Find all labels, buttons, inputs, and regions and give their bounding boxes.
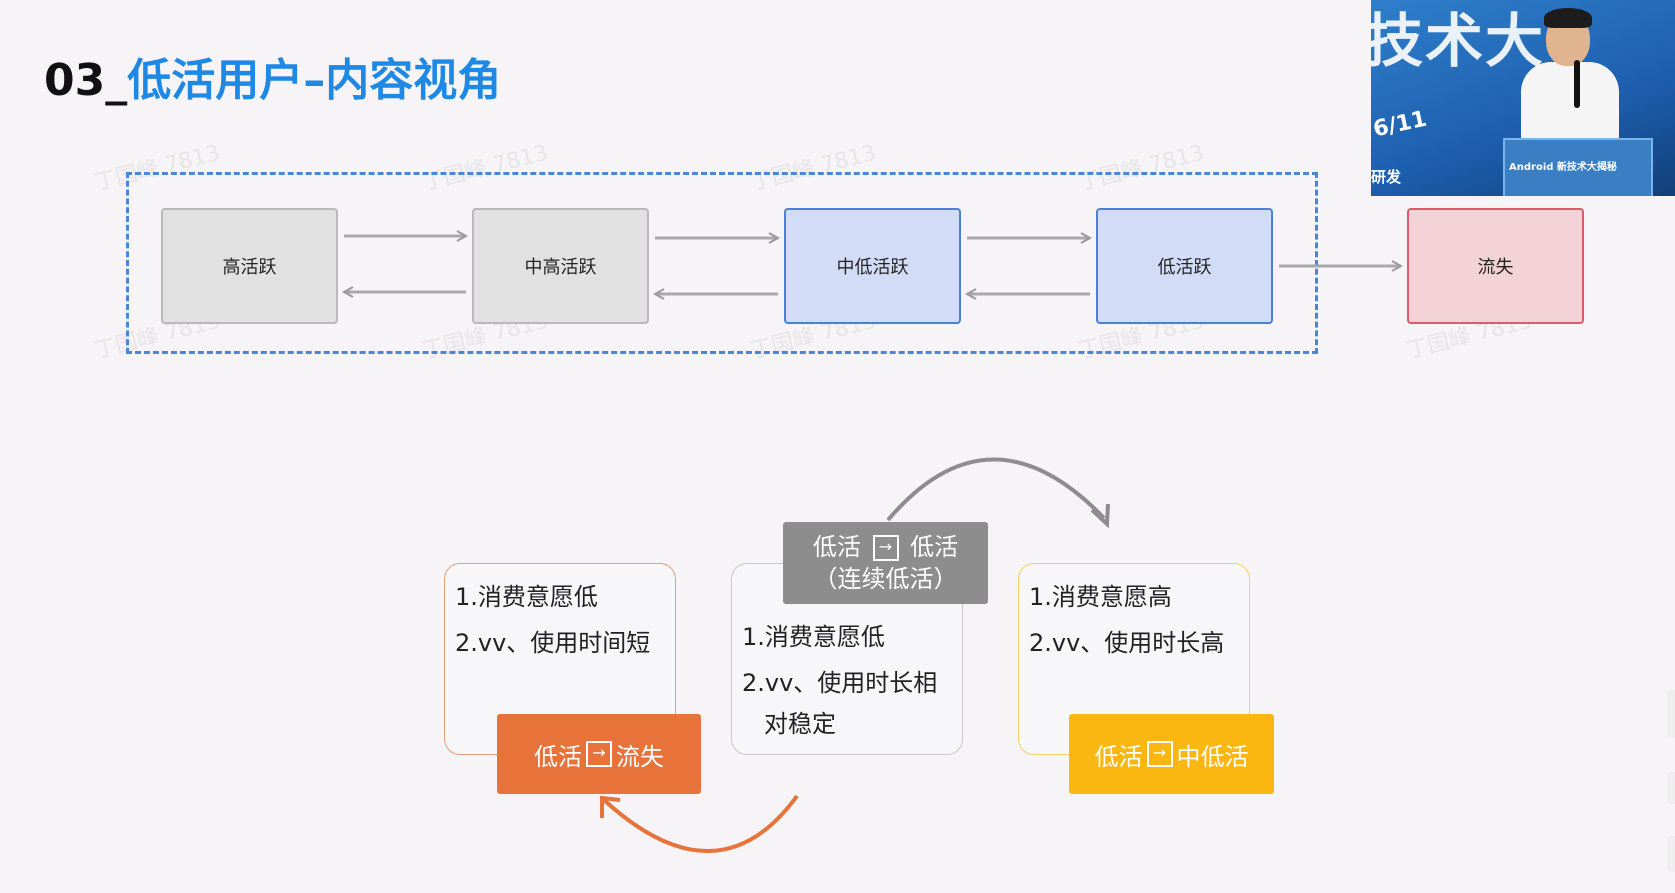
- tag-to: 中低活: [1176, 742, 1249, 771]
- note-line: 2.vv、使用时间短: [455, 629, 651, 657]
- side-tab[interactable]: [1667, 772, 1675, 804]
- tag-from: 低活: [812, 533, 861, 561]
- stage-label: 高活跃: [222, 257, 277, 278]
- section-number: 03_: [44, 55, 128, 106]
- active-users-group-frame: [126, 172, 1318, 354]
- note-line: 1.消费意愿高: [1029, 583, 1172, 611]
- podium-banner: Android 新技术大揭秘: [1509, 162, 1617, 173]
- speaker-hair: [1544, 8, 1592, 28]
- speaker-video: 技术大 6/11 研发 Android 新技术大揭秘: [1371, 0, 1675, 196]
- stage-low-active: 低活跃: [1096, 208, 1273, 324]
- curved-arrow-gray: [886, 457, 1106, 522]
- section-title: 低活用户–内容视角: [127, 55, 502, 106]
- note-line: 1.消费意愿低: [742, 623, 885, 651]
- camera-side-text: 研发: [1371, 168, 1402, 186]
- podium: Android 新技术大揭秘: [1503, 138, 1653, 196]
- arrow-right-icon: →: [872, 535, 899, 561]
- arrow-right-icon: →: [1146, 741, 1173, 767]
- stage-label: 中高活跃: [524, 257, 597, 278]
- stage-label: 低活跃: [1157, 257, 1212, 278]
- tag-from: 低活: [534, 742, 582, 771]
- curved-arrow-orange: [602, 794, 799, 853]
- microphone: [1574, 60, 1580, 108]
- side-tab[interactable]: [1667, 690, 1675, 738]
- tag-low-to-low: 低活 → 低活 （连续低活）: [783, 522, 988, 604]
- tag-subtitle: （连续低活）: [813, 565, 958, 593]
- stage-churned: 流失: [1407, 208, 1584, 324]
- side-tab[interactable]: [1667, 836, 1675, 872]
- curved-arrow-orange-head: [600, 795, 621, 818]
- tag-low-to-mid-low: 低活 → 中低活: [1069, 714, 1274, 794]
- tag-from: 低活: [1094, 742, 1143, 771]
- tag-to: 低活: [910, 533, 959, 561]
- stage-high-active: 高活跃: [161, 208, 338, 324]
- note-line: 对稳定: [764, 710, 836, 738]
- stage-mid-high-active: 中高活跃: [472, 208, 649, 324]
- page-title: 03_低活用户–内容视角: [44, 44, 501, 108]
- arrow-right-icon: →: [586, 741, 612, 767]
- tag-low-to-churn: 低活 → 流失: [497, 714, 701, 794]
- stage-label: 中低活跃: [836, 257, 909, 278]
- stage-backdrop-text: 技术大: [1371, 7, 1546, 75]
- stage-label: 流失: [1477, 257, 1514, 278]
- tag-to: 流失: [616, 742, 664, 771]
- stage-mid-low-active: 中低活跃: [784, 208, 961, 324]
- note-line: 1.消费意愿低: [455, 583, 598, 611]
- note-line: 2.vv、使用时长相: [742, 669, 938, 697]
- note-line: 2.vv、使用时长高: [1029, 629, 1225, 657]
- curved-arrow-gray-head: [1090, 503, 1110, 529]
